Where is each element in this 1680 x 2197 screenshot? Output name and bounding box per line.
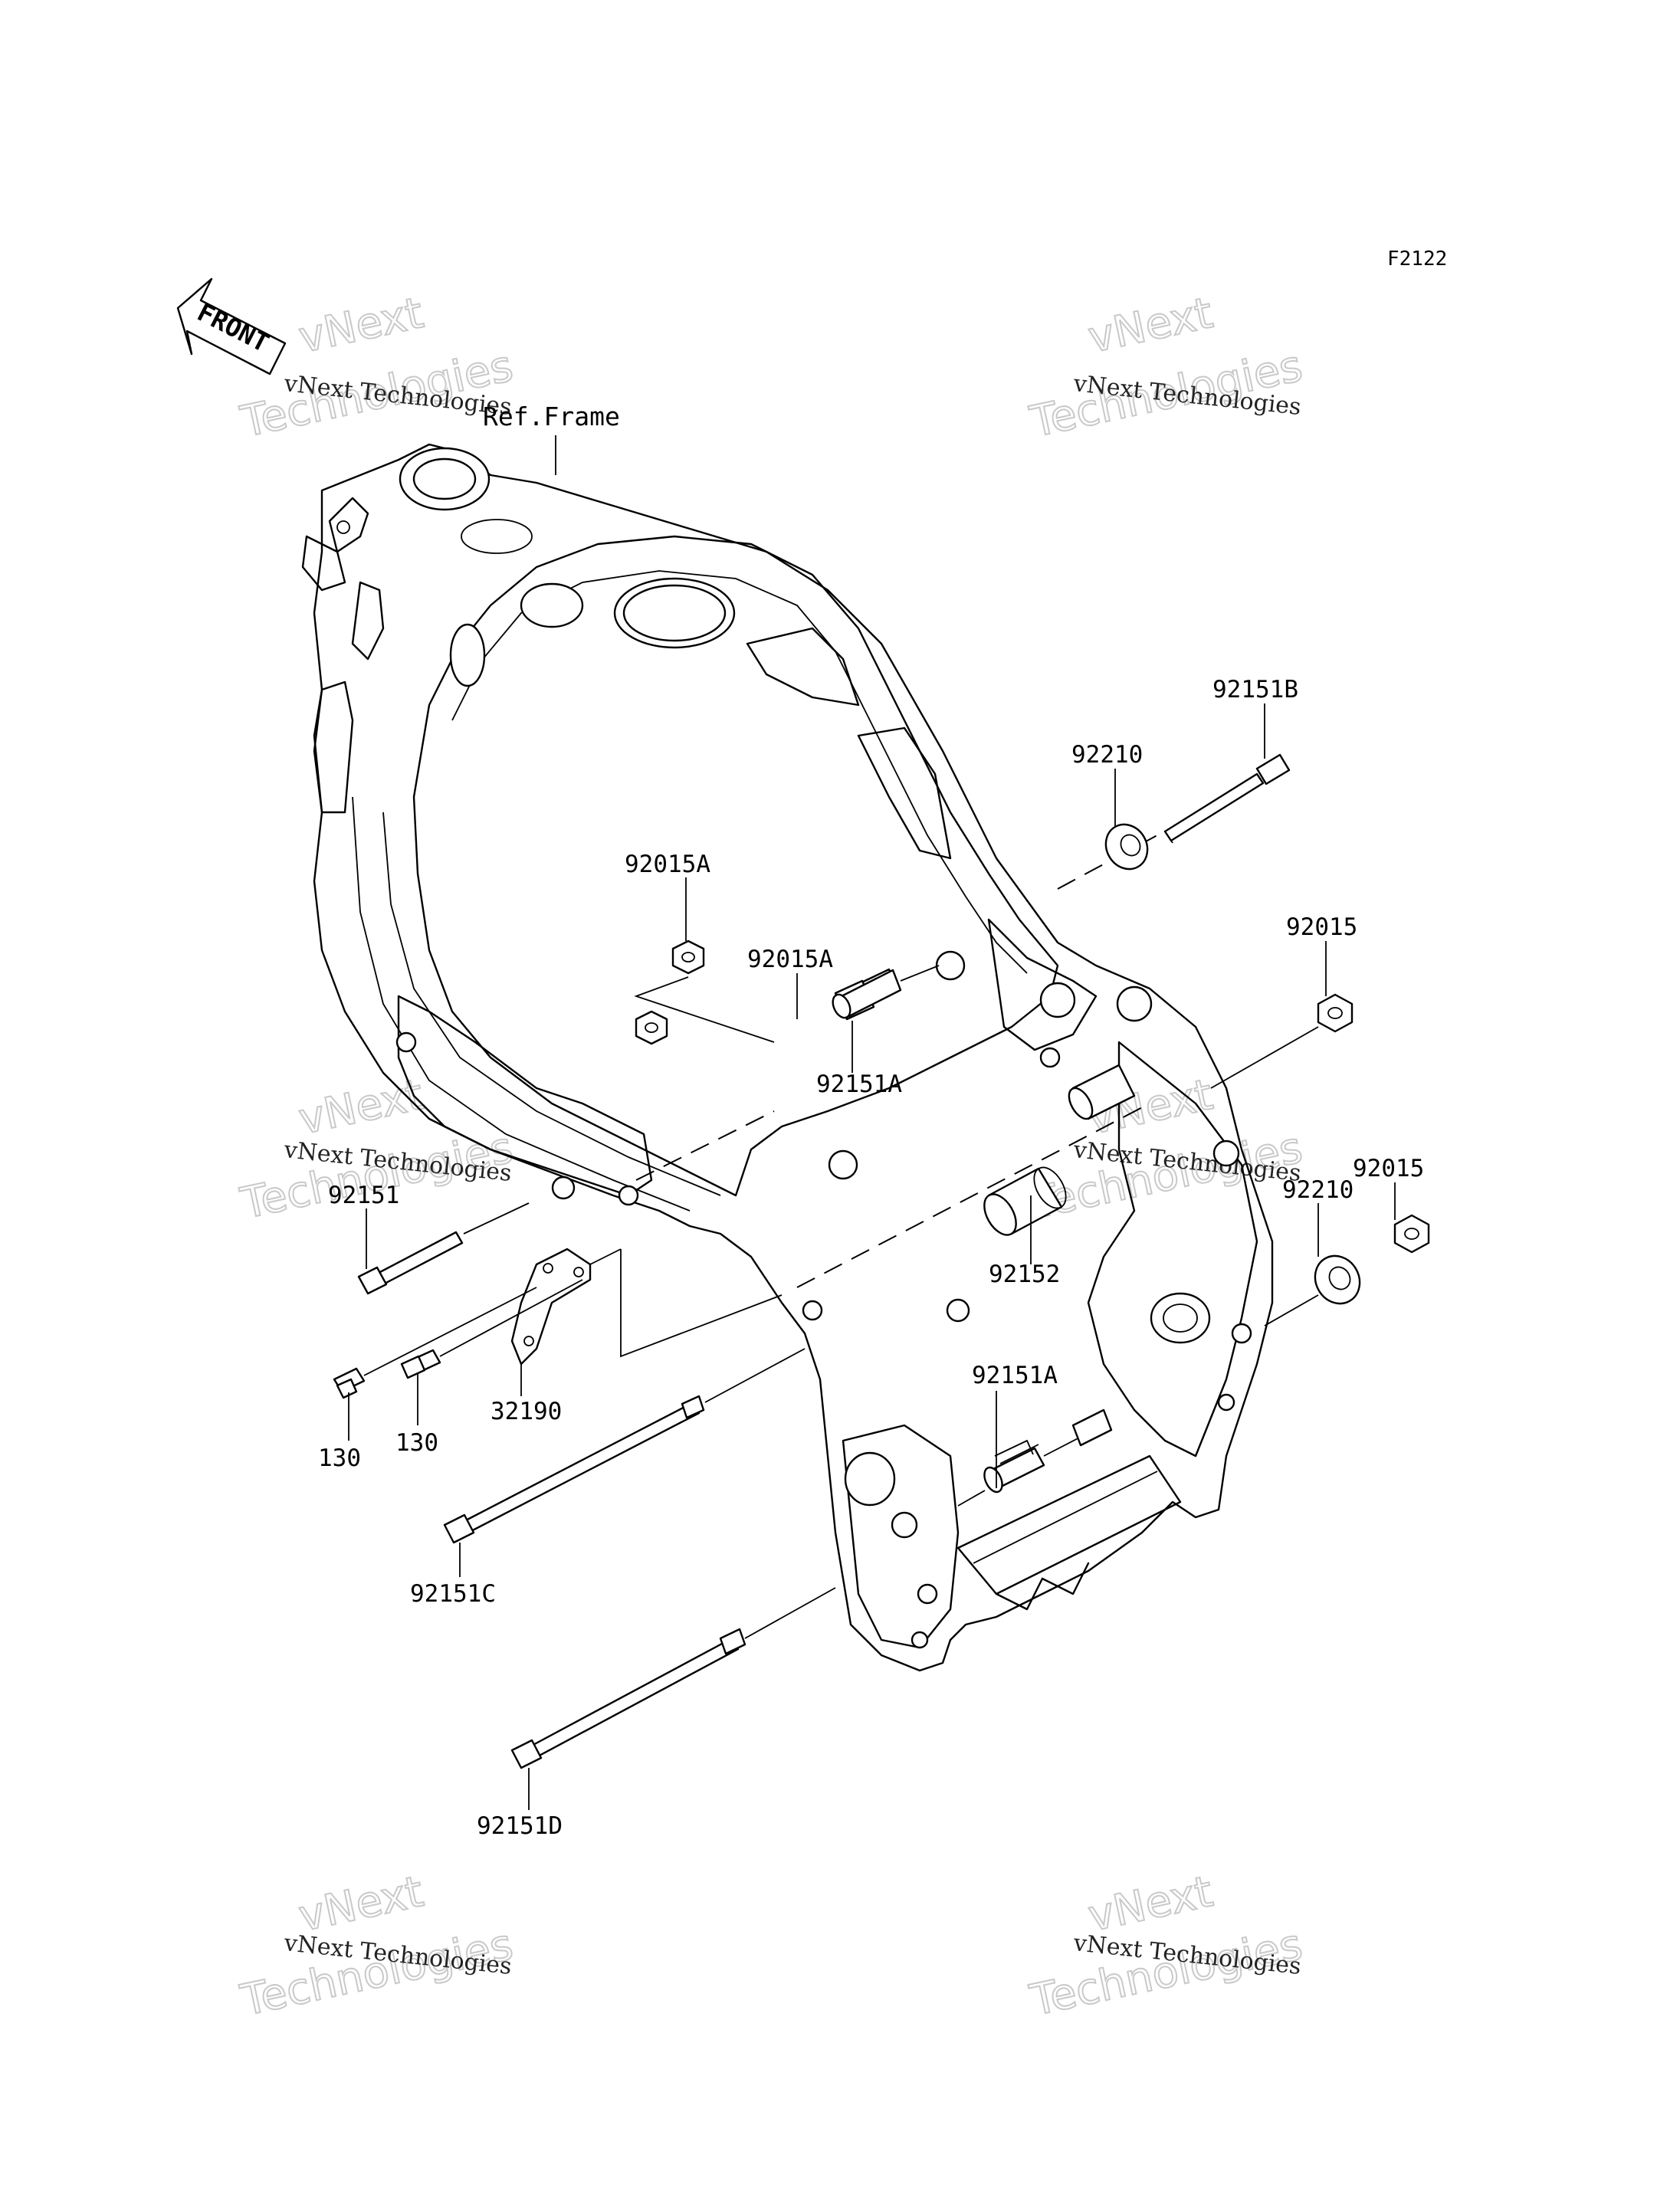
part-label-92152: 92152 [989,1261,1060,1288]
spacer-92152 [983,1064,1136,1236]
motorcycle-frame [301,443,1274,1672]
part-label-92210-bottom: 92210 [1282,1176,1354,1204]
part-label-32190: 32190 [491,1398,562,1425]
part-label-92015-bottom: 92015 [1353,1155,1424,1182]
bolt-92151 [357,1202,530,1295]
part-label-92151C: 92151C [410,1580,496,1608]
nut-92015-bottom [1393,1214,1430,1254]
watermark-mid-right: vNext Technologies vNext Technologies [1025,1069,1307,1230]
part-label-92015A-mid: 92015A [747,946,833,973]
nut-92015-top [1210,993,1354,1089]
watermark-top-left: vNext Technologies vNext Technologies [235,287,517,448]
svg-text:vNext: vNext [1084,1867,1217,1942]
bolt-130-right [400,1279,583,1379]
part-label-92151D: 92151D [477,1812,563,1840]
part-label-92151: 92151 [328,1182,399,1209]
watermark-bottom-left: vNext Technologies vNext Technologies [235,1866,517,2027]
nut-92015A-left [634,939,775,1043]
collar-92210-bottom [1264,1254,1361,1326]
bolt-92151D [510,1587,836,1769]
part-label-92015A-left: 92015A [625,851,710,878]
bolt-92151B [1057,753,1291,890]
watermark-bottom-right: vNext Technologies vNext Technologies [1025,1866,1307,2027]
bolt-92151C [443,1348,806,1544]
bolt-130-left [333,1287,537,1399]
bolt-92151A-bottom [957,1408,1113,1507]
front-arrow-icon: FRONT [176,277,287,375]
part-label-92151A-bottom: 92151A [972,1362,1058,1389]
svg-text:vNext: vNext [294,1867,428,1942]
part-label-92151B: 92151B [1212,676,1298,703]
front-arrow-label: FRONT [192,297,274,358]
watermark-top-right: vNext Technologies vNext Technologies [1025,287,1307,448]
svg-text:vNext: vNext [1084,288,1217,363]
part-label-92210-top: 92210 [1071,741,1143,769]
nut-92015A-mid [635,1010,668,1045]
collar-92210-top [1104,823,1149,871]
diagram-code: F2122 [1387,248,1447,271]
bracket-32190 [510,1248,783,1366]
leader-lines [348,435,1396,1810]
part-label-92151A-top: 92151A [816,1071,902,1098]
part-label-92015-top: 92015 [1286,913,1357,941]
ref-frame-label: Ref.Frame [483,402,620,431]
part-label-130-left: 130 [318,1444,361,1472]
part-label-130-right: 130 [395,1429,438,1457]
svg-text:vNext: vNext [294,288,428,363]
bolt-92151A-top [832,965,940,1021]
